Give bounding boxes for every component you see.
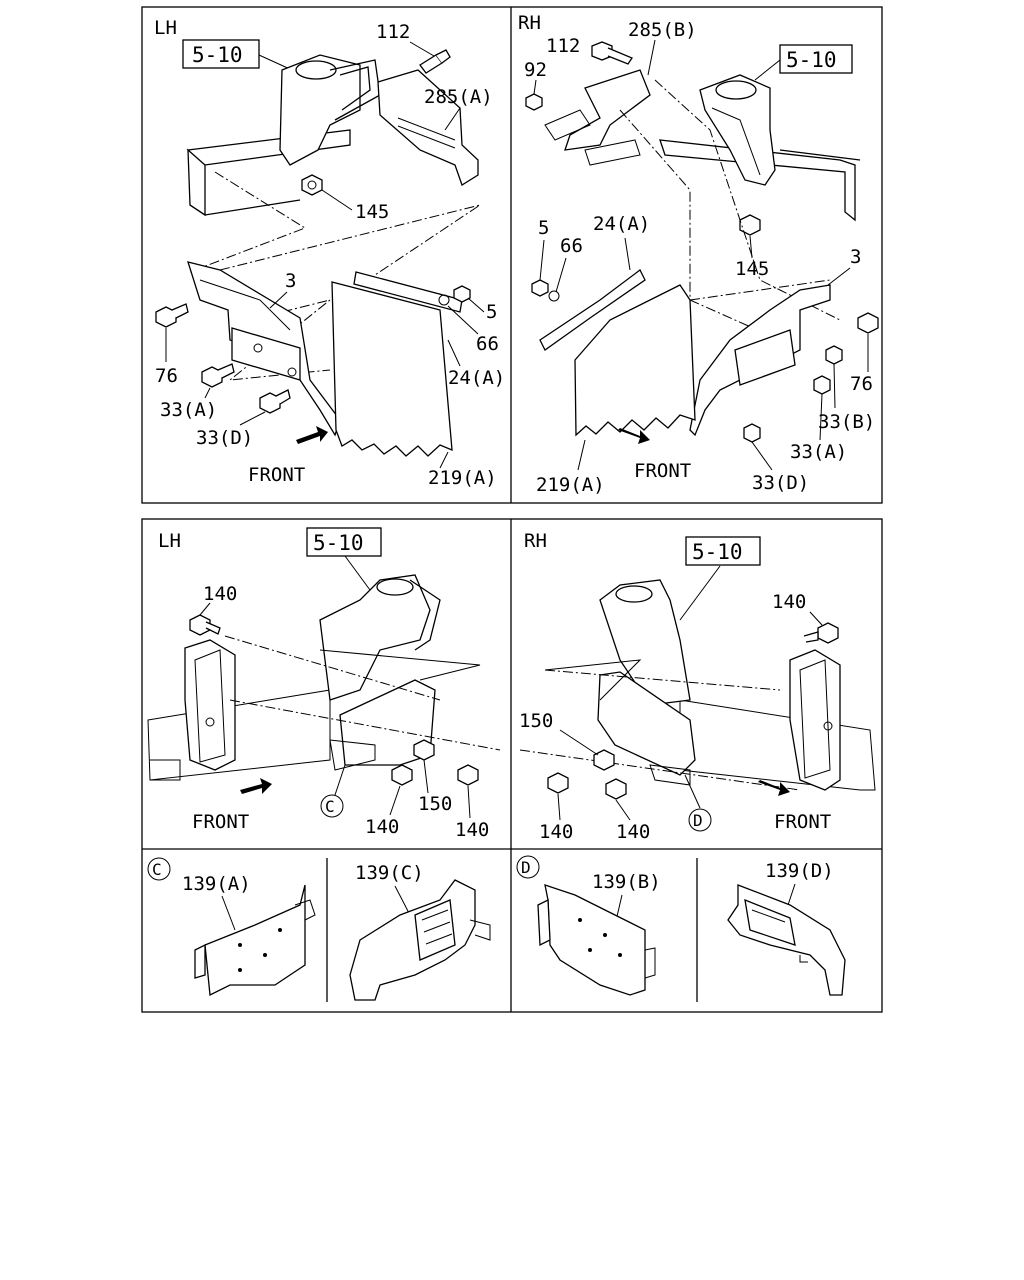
svg-text:24(A): 24(A) <box>448 367 505 389</box>
svg-text:33(A): 33(A) <box>790 441 847 463</box>
bolt-33b <box>825 345 843 365</box>
svg-text:285(B): 285(B) <box>628 19 697 41</box>
detail-d-marker <box>688 808 712 832</box>
svg-text:FRONT: FRONT <box>634 460 691 482</box>
detail-c-marker <box>320 794 344 818</box>
svg-text:RH: RH <box>524 530 547 552</box>
svg-text:140: 140 <box>203 583 237 605</box>
svg-text:285(A): 285(A) <box>424 86 493 108</box>
svg-text:219(A): 219(A) <box>536 474 605 496</box>
front-arrow-icon <box>618 428 650 444</box>
svg-text:140: 140 <box>539 821 573 843</box>
nut-5-rh <box>531 279 549 297</box>
svg-text:140: 140 <box>365 816 399 838</box>
nut-145 <box>301 174 323 196</box>
bolt-33a <box>201 363 235 388</box>
panel-mid-left: LH 5-10 140 150 140 140 C <box>147 527 501 841</box>
bolt-33d-rh <box>743 423 761 443</box>
panel-mid-right: RH 5-10 140 150 140 140 D FRONT <box>519 530 876 843</box>
diagram-frames <box>141 6 883 1013</box>
panel-top-right: RH 5-10 112 285(B) 92 145 <box>518 12 879 496</box>
bolt-112-rh <box>591 41 633 65</box>
ref-label: 5-10 <box>192 43 243 67</box>
svg-text:24(A): 24(A) <box>593 213 650 235</box>
strip-24a <box>353 271 463 313</box>
ref-box <box>182 39 260 69</box>
svg-text:FRONT: FRONT <box>774 811 831 833</box>
detail-c: C 139(A) 139(C) <box>147 857 491 1001</box>
svg-text:C: C <box>325 797 335 816</box>
detail-d: D 139(B) 139(D) <box>516 855 846 996</box>
svg-text:66: 66 <box>476 333 499 355</box>
svg-text:5: 5 <box>486 301 497 323</box>
svg-text:5-10: 5-10 <box>692 540 743 564</box>
svg-text:139(A): 139(A) <box>182 873 251 895</box>
svg-text:150: 150 <box>418 793 452 815</box>
svg-text:5-10: 5-10 <box>786 48 837 72</box>
bolt-140-b <box>391 764 413 786</box>
part-139c <box>349 879 476 1001</box>
washer-66 <box>438 294 450 306</box>
svg-text:66: 66 <box>560 235 583 257</box>
bolt-112 <box>419 49 451 74</box>
svg-text:139(C): 139(C) <box>355 862 424 884</box>
front-arrow-icon <box>758 780 790 796</box>
bolt-140-c <box>457 764 479 786</box>
nut-150-rh <box>593 749 615 771</box>
bolt-33d <box>259 389 291 414</box>
nut-92 <box>525 93 543 111</box>
part-139a <box>204 884 306 997</box>
svg-text:33(A): 33(A) <box>160 399 217 421</box>
svg-text:5-10: 5-10 <box>313 531 364 555</box>
svg-text:140: 140 <box>772 591 806 613</box>
svg-text:33(B): 33(B) <box>818 411 875 433</box>
bolt-76 <box>155 303 189 328</box>
svg-text:33(D): 33(D) <box>752 472 809 494</box>
svg-text:219(A): 219(A) <box>428 467 497 489</box>
svg-text:140: 140 <box>616 821 650 843</box>
bolt-33a-rh <box>813 375 831 395</box>
nut-5 <box>453 285 471 303</box>
bracket-post <box>279 54 361 166</box>
svg-text:FRONT: FRONT <box>248 464 305 486</box>
svg-text:LH: LH <box>158 530 181 552</box>
svg-text:FRONT: FRONT <box>192 811 249 833</box>
svg-text:5: 5 <box>538 217 549 239</box>
bolt-140-rh-b <box>547 772 569 794</box>
bolt-140-rh-c <box>605 778 627 800</box>
svg-text:3: 3 <box>285 270 296 292</box>
svg-text:145: 145 <box>735 258 769 280</box>
svg-text:112: 112 <box>376 21 410 43</box>
front-arrow-icon <box>240 778 272 794</box>
side-label: LH <box>154 17 177 39</box>
svg-text:76: 76 <box>850 373 873 395</box>
frame-rail <box>186 129 351 217</box>
svg-text:RH: RH <box>518 12 541 34</box>
svg-text:33(D): 33(D) <box>196 427 253 449</box>
bolt-140 <box>189 614 221 636</box>
panel-top-left: LH 5-10 112 285(A) 145 <box>154 17 505 489</box>
svg-text:3: 3 <box>850 246 861 268</box>
front-arrow-icon <box>296 426 328 444</box>
mudflap-219a <box>331 281 453 457</box>
nut-145-rh <box>739 214 761 236</box>
nut-150 <box>413 739 435 761</box>
svg-text:150: 150 <box>519 710 553 732</box>
svg-text:139(B): 139(B) <box>592 871 661 893</box>
svg-text:92: 92 <box>524 59 547 81</box>
part-139b <box>544 884 646 996</box>
bolt-140-rh <box>803 622 839 644</box>
svg-text:139(D): 139(D) <box>765 860 834 882</box>
svg-text:112: 112 <box>546 35 580 57</box>
svg-text:C: C <box>152 860 162 879</box>
svg-text:76: 76 <box>155 365 178 387</box>
svg-text:D: D <box>521 858 531 877</box>
svg-text:D: D <box>693 811 703 830</box>
svg-text:140: 140 <box>455 819 489 841</box>
svg-text:145: 145 <box>355 201 389 223</box>
bracket-285a <box>377 69 479 186</box>
bolt-76-rh <box>857 312 879 334</box>
